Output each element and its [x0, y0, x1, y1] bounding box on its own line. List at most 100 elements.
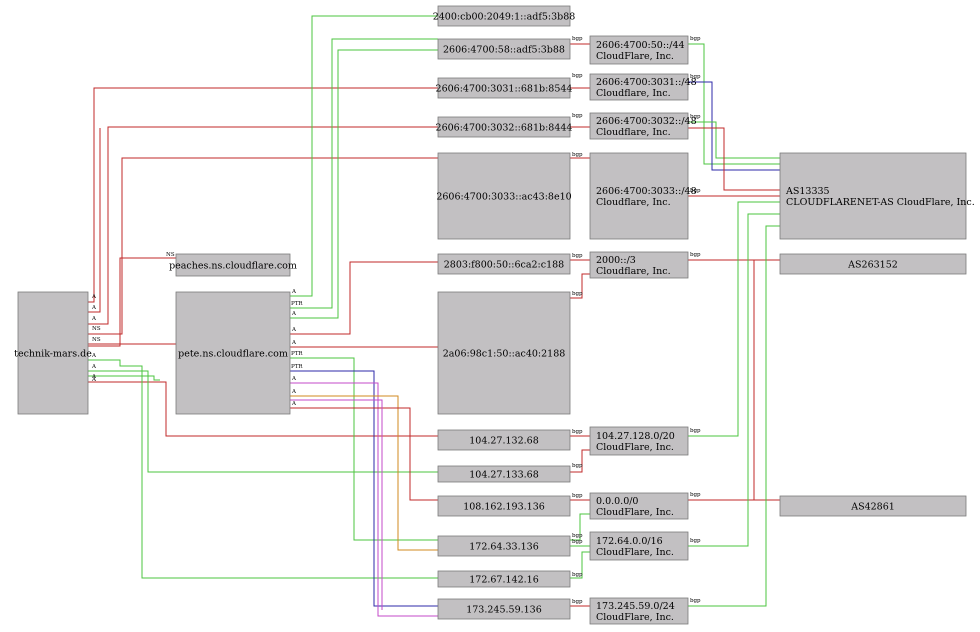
node-ip6-58[interactable]: 2606:4700:58::adf5:3b88 [437, 38, 571, 60]
edge-label-bgp: bgp [690, 538, 701, 544]
node-ip6-3033[interactable]: 2606:4700:3033::ac43:8e10 [436, 152, 572, 240]
nodes-layer: technik-mars.de peaches.ns.cloudflare.com… [14, 5, 975, 625]
node-sublabel: Cloudflare, Inc. [596, 197, 671, 208]
edge-pfx_173_24-to-as13335 [688, 225, 780, 607]
edge-pete-to-ip6_58 [290, 38, 438, 309]
node-ip6-3031[interactable]: 2606:4700:3031::681b:8544 [436, 77, 573, 99]
node-ip-172-67[interactable]: 172.67.142.16 [437, 570, 571, 588]
edge-label-a: A [291, 376, 297, 382]
edge-label-a: A [91, 374, 97, 380]
edge-pfx_3031_48-to-as13335 [688, 81, 780, 171]
node-box [437, 429, 571, 451]
edge-label-bgp: bgp [572, 533, 583, 539]
node-label: 2606:4700:3031::681b:8544 [436, 84, 573, 95]
edge-pete-to-ip_172_64 [290, 357, 438, 541]
node-ip6-2a06[interactable]: 2a06:98c1:50::ac40:2188 [437, 291, 571, 415]
node-peaches[interactable]: peaches.ns.cloudflare.com [169, 253, 297, 277]
node-box [437, 535, 571, 557]
edge-technik-to-ip6_3033 [88, 157, 438, 335]
edge-pete-to-ip6_2803 [290, 261, 438, 335]
edge-label-a: A [291, 389, 297, 395]
edge-label-bgp: bgp [690, 36, 701, 42]
edge-ip_172_64-to-pfx_0_0 [570, 513, 590, 541]
edge-label-a: A [91, 364, 97, 370]
node-technik[interactable]: technik-mars.de [14, 291, 92, 415]
edge-label-a: A [91, 353, 97, 359]
node-as42861[interactable]: AS42861 [779, 495, 967, 517]
node-label: 104.27.133.68 [469, 470, 539, 481]
node-label: 104.27.128.0/20 [596, 431, 675, 442]
node-label: 173.245.59.0/24 [596, 601, 675, 612]
edge-label-bgp: bgp [572, 36, 583, 42]
node-label: 2606:4700:3033::/48 [596, 186, 697, 197]
edge-label-bgp: bgp [572, 599, 583, 605]
edge-label-ptr: PTR [291, 351, 303, 357]
node-label: 2606:4700:3032::681b:8444 [436, 123, 573, 134]
edge-technik-to-ip6_3032 [88, 126, 438, 325]
node-label: pete.ns.cloudflare.com [178, 349, 288, 360]
node-label: AS13335 [785, 186, 830, 197]
node-sublabel: CloudFlare, Inc. [596, 547, 674, 558]
node-box [589, 426, 689, 456]
edge-technik-to-peaches [88, 257, 176, 347]
edge-pete-to-ip_172_64 [290, 395, 438, 551]
node-ip-172-64[interactable]: 172.64.33.136 [437, 535, 571, 557]
node-box [589, 531, 689, 561]
node-sublabel: Cloudflare, Inc. [596, 88, 671, 99]
edge-label-bgp: bgp [572, 539, 583, 545]
node-ip-104-133[interactable]: 104.27.133.68 [437, 465, 571, 483]
node-label: technik-mars.de [14, 349, 92, 360]
edge-technik-to-ip_104_68 [88, 381, 438, 437]
edge-labels-layer: AAAANSNSNSAAAAPTRAAAPTRPTRAAAbgpbgpbgpbg… [91, 36, 701, 605]
edge-pete-to-ip6_58 [290, 49, 438, 319]
node-ip-108[interactable]: 108.162.193.136 [437, 495, 571, 517]
node-box [437, 570, 571, 588]
node-as263152[interactable]: AS263152 [779, 253, 967, 275]
node-box [175, 291, 291, 415]
edge-label-a: A [91, 316, 97, 322]
node-ip6-3032[interactable]: 2606:4700:3032::681b:8444 [436, 116, 573, 138]
node-ip6-2803[interactable]: 2803:f800:50::6ca2:c188 [437, 253, 571, 275]
node-label: 172.64.33.136 [469, 542, 539, 553]
node-box [589, 597, 689, 625]
node-box [437, 116, 571, 138]
node-label: 2606:4700:50::/44 [596, 40, 685, 51]
edge-pete-to-ip_173 [290, 399, 383, 610]
edge-label-a: A [291, 401, 297, 407]
edge-technik-to-ip6_3031 [88, 128, 101, 313]
edge-ip_104_133-to-pfx_104_20 [570, 449, 590, 473]
node-box [437, 291, 571, 415]
edge-pfx_104_20-to-as13335 [688, 201, 780, 437]
node-sublabel: CloudFlare, Inc. [596, 51, 674, 62]
edge-label-bgp: bgp [690, 252, 701, 258]
node-box [437, 152, 571, 240]
edges-layer [88, 15, 780, 617]
node-label: 2a06:98c1:50::ac40:2188 [443, 349, 566, 360]
edge-pfx_50_44-to-as13335 [688, 43, 780, 165]
node-ip6-2400[interactable]: 2400:cb00:2049:1::adf5:3b88 [433, 5, 576, 27]
edge-label-a: A [91, 294, 97, 300]
node-box [779, 495, 967, 517]
node-ip-104-68[interactable]: 104.27.132.68 [437, 429, 571, 451]
edge-technik-to-ip_104_133 [88, 375, 160, 381]
node-sublabel: Cloudflare, Inc. [596, 266, 671, 277]
node-sublabel: Cloudflare, Inc. [596, 127, 671, 138]
node-label: 0.0.0.0/0 [596, 496, 638, 507]
node-box [589, 492, 689, 520]
edge-label-bgp: bgp [690, 74, 701, 80]
node-box [589, 35, 689, 65]
node-pete[interactable]: pete.ns.cloudflare.com [175, 291, 291, 415]
edge-label-ns: NS [166, 252, 175, 258]
node-ip-173[interactable]: 173.245.59.136 [437, 598, 571, 620]
edge-label-bgp: bgp [572, 291, 583, 297]
